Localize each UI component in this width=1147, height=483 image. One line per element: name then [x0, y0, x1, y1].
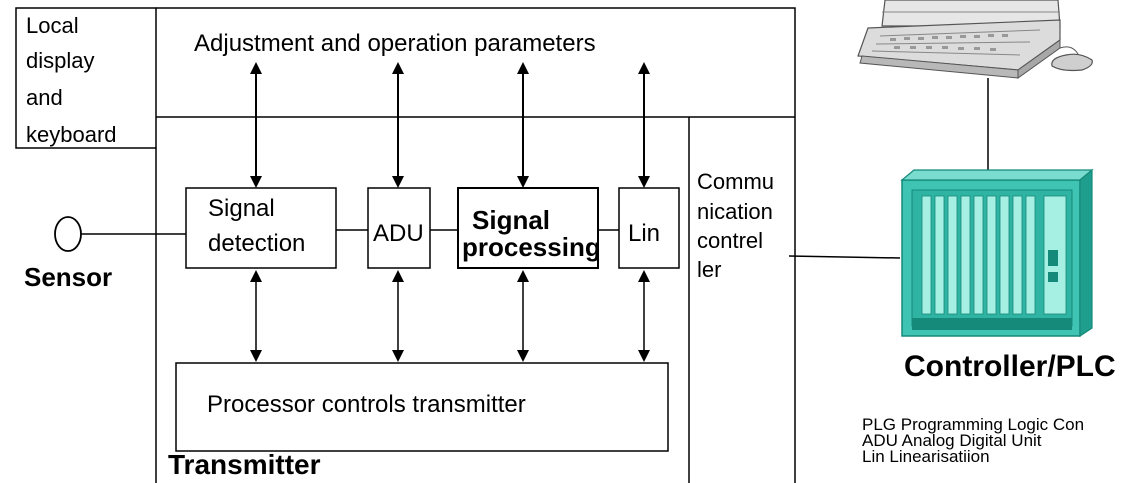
sensor-label: Sensor [24, 262, 112, 292]
adu-label: ADU [373, 220, 424, 247]
comm-line-2: nication [697, 199, 773, 224]
signal-detection-line-2: detection [208, 230, 305, 257]
local-display-box [15, 7, 157, 149]
adu-box [367, 187, 431, 269]
processor-box [175, 362, 669, 452]
abbreviation-legend: PLG Programming Logic Con ADU Analog Dig… [862, 415, 1084, 466]
transmitter-label: Transmitter [168, 449, 321, 480]
signal-detection-box [185, 187, 337, 269]
computer-icon [857, 0, 1093, 79]
comm-line-4: ler [697, 257, 721, 282]
bidirectional-arrows [250, 62, 650, 362]
legend-lin: Lin Linearisatiion [862, 447, 990, 466]
lin-label: Lin [628, 220, 660, 247]
local-display-line-4: keyboard [26, 122, 117, 147]
comm-line-3: contrel [697, 228, 763, 253]
comm-plc-link [788, 255, 901, 259]
comm-line-1: Commu [697, 169, 774, 194]
legend-adu: ADU Analog Digital Unit [862, 431, 1042, 450]
signal-processing-line-1: Signal [472, 205, 550, 235]
processor-label: Processor controls transmitter [207, 391, 526, 418]
local-display-line-2: display [26, 48, 94, 73]
lin-box [618, 187, 680, 269]
legend-plg: PLG Programming Logic Con [862, 415, 1084, 434]
local-display-line-3: and [26, 85, 63, 110]
signal-processing-box [457, 187, 599, 269]
transmitter-frame [155, 7, 796, 483]
adjustment-parameters-label: Adjustment and operation parameters [194, 30, 596, 57]
plc-cabinet-icon [900, 168, 1094, 338]
sensor-icon [54, 216, 82, 252]
local-display-line-1: Local [26, 13, 79, 38]
controller-plc-label: Controller/PLC [904, 350, 1116, 383]
signal-processing-line-2: processing [462, 232, 601, 262]
signal-detection-line-1: Signal [208, 195, 275, 222]
mouse-icon [1051, 53, 1093, 72]
